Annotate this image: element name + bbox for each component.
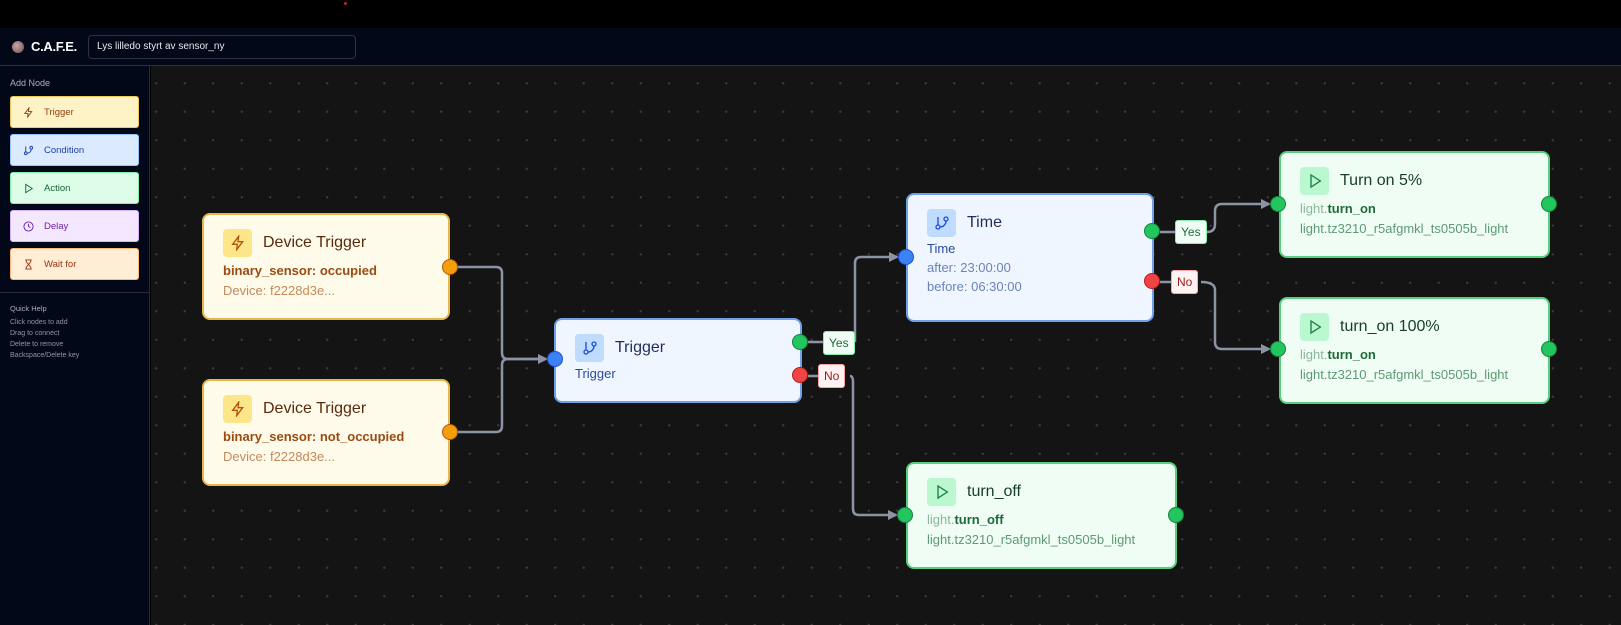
indicator-dot — [344, 2, 347, 5]
automation-title-input[interactable] — [88, 34, 356, 59]
service-domain: light. — [1300, 347, 1328, 362]
add-wait-for-button[interactable]: Wait for — [10, 248, 139, 280]
add-delay-button[interactable]: Delay — [10, 210, 139, 242]
help-item: Drag to connect — [10, 330, 60, 337]
condition-trigger-node[interactable]: Trigger Trigger — [554, 318, 802, 403]
action-turn-on-100-node[interactable]: turn_on 100% light.turn_on light.tz3210_… — [1279, 297, 1550, 404]
yes-handle[interactable] — [1144, 223, 1160, 239]
yes-handle[interactable] — [792, 334, 808, 350]
git-branch-icon — [927, 209, 956, 237]
service-domain: light. — [1300, 201, 1328, 216]
play-icon — [25, 183, 34, 193]
add-delay-label: Delay — [44, 220, 69, 232]
node-title: Device Trigger — [263, 400, 367, 417]
node-title: Time — [967, 214, 1002, 231]
help-item: Delete to remove — [10, 341, 64, 348]
play-icon — [1300, 313, 1329, 341]
input-handle[interactable] — [1270, 341, 1286, 357]
git-branch-icon — [575, 334, 604, 362]
node-service: light.turn_on — [1300, 201, 1548, 216]
hourglass-icon — [25, 258, 32, 270]
input-handle[interactable] — [898, 249, 914, 265]
node-after: after: 23:00:00 — [927, 260, 1011, 275]
node-title: turn_off — [967, 483, 1021, 500]
node-device: Device: f2228d3e... — [223, 449, 336, 464]
lightning-icon — [223, 395, 252, 423]
service-name: turn_off — [954, 512, 1004, 527]
play-icon — [1300, 167, 1329, 195]
lightning-icon — [223, 229, 252, 257]
node-title: Turn on 5% — [1340, 172, 1423, 189]
device-trigger-node[interactable]: Device Trigger binary_sensor: occupied D… — [202, 213, 450, 320]
edge-label-yes: Yes — [1175, 220, 1207, 244]
output-handle[interactable] — [442, 424, 458, 440]
edge-label-no: No — [818, 364, 846, 388]
edge-label-yes: Yes — [823, 331, 855, 355]
no-handle[interactable] — [1144, 273, 1160, 289]
node-before: before: 06:30:00 — [927, 279, 1022, 294]
add-trigger-label: Trigger — [44, 106, 74, 118]
logo-icon — [12, 40, 24, 53]
sidebar: Add Node Trigger Condition Action Delay … — [0, 66, 150, 625]
no-handle[interactable] — [792, 367, 808, 383]
node-condition-type: Trigger — [575, 366, 616, 381]
node-service: light.turn_off — [927, 512, 1175, 527]
output-handle[interactable] — [1541, 341, 1557, 357]
play-icon — [927, 478, 956, 506]
top-bar — [0, 0, 1621, 28]
add-condition-button[interactable]: Condition — [10, 134, 139, 166]
add-wait-for-label: Wait for — [44, 258, 77, 270]
node-entity: light.tz3210_r5afgmkl_ts0505b_light — [927, 532, 1136, 547]
node-entity: light.tz3210_r5afgmkl_ts0505b_light — [1300, 367, 1509, 382]
add-action-button[interactable]: Action — [10, 172, 139, 204]
node-condition-type: Time — [927, 241, 956, 256]
action-turn-on-5-node[interactable]: Turn on 5% light.turn_on light.tz3210_r5… — [1279, 151, 1550, 258]
app-name: C.A.F.E. — [31, 39, 77, 54]
device-trigger-node[interactable]: Device Trigger binary_sensor: not_occupi… — [202, 379, 450, 486]
output-handle[interactable] — [1168, 507, 1184, 523]
sidebar-divider — [0, 292, 149, 293]
lightning-icon — [23, 106, 33, 118]
git-branch-icon — [23, 145, 34, 155]
add-condition-label: Condition — [44, 144, 85, 156]
app-header: C.A.F.E. — [0, 28, 1621, 66]
node-device: Device: f2228d3e... — [223, 283, 336, 298]
node-entity: binary_sensor: not_occupied — [223, 429, 405, 444]
service-domain: light. — [927, 512, 955, 527]
action-turn-off-node[interactable]: turn_off light.turn_off light.tz3210_r5a… — [906, 462, 1177, 569]
input-handle[interactable] — [547, 351, 563, 367]
output-handle[interactable] — [1541, 196, 1557, 212]
output-handle[interactable] — [442, 259, 458, 275]
node-entity: light.tz3210_r5afgmkl_ts0505b_light — [1300, 221, 1509, 236]
node-title: Trigger — [615, 339, 666, 356]
node-title: Device Trigger — [263, 234, 367, 251]
input-handle[interactable] — [897, 507, 913, 523]
input-handle[interactable] — [1270, 196, 1286, 212]
help-item: Backspace/Delete key — [10, 352, 80, 359]
node-entity: binary_sensor: occupied — [223, 263, 377, 278]
node-title: turn_on 100% — [1340, 318, 1440, 335]
edge-label-no: No — [1171, 270, 1199, 294]
clock-icon — [23, 220, 34, 232]
quick-help-heading: Quick Help — [10, 304, 47, 313]
service-name: turn_on — [1327, 201, 1376, 216]
add-node-heading: Add Node — [10, 78, 51, 88]
service-name: turn_on — [1327, 347, 1376, 362]
add-action-label: Action — [44, 182, 71, 194]
condition-time-node[interactable]: Time Time after: 23:00:00 before: 06:30:… — [906, 193, 1154, 322]
node-service: light.turn_on — [1300, 347, 1548, 362]
help-item: Click nodes to add — [10, 319, 68, 326]
add-trigger-button[interactable]: Trigger — [10, 96, 139, 128]
